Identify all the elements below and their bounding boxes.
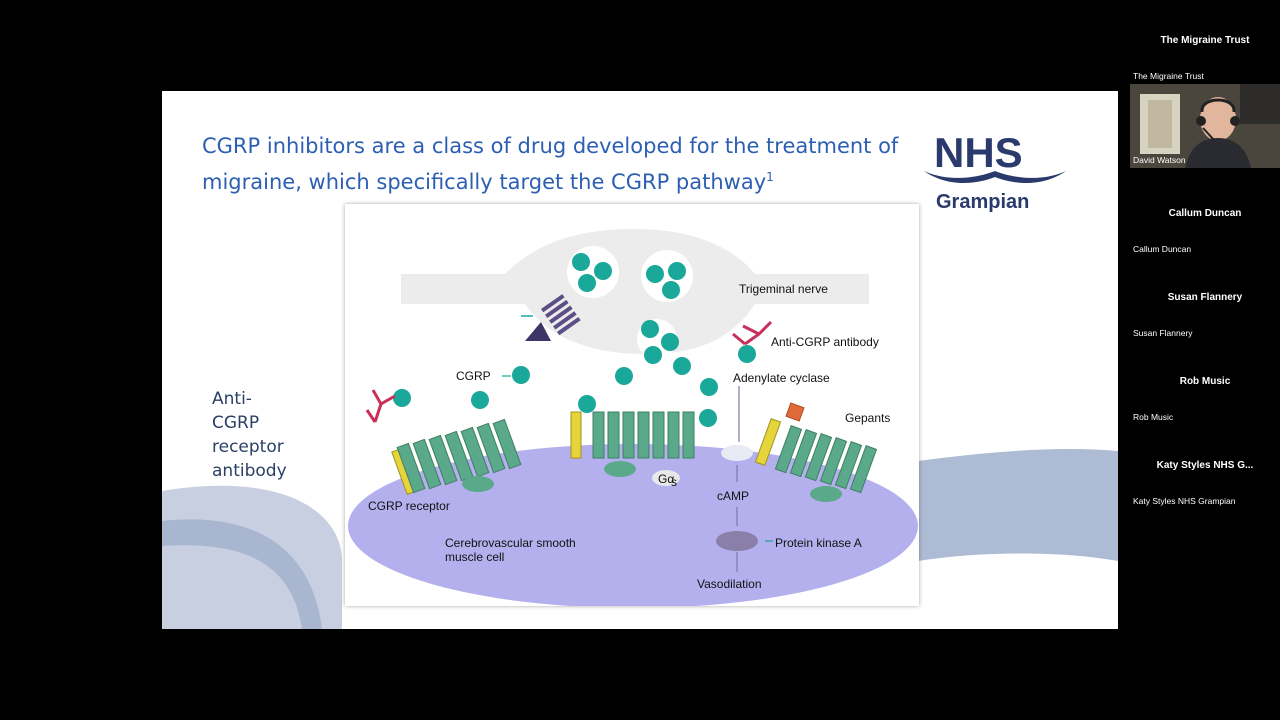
host-tile-title: The Migraine Trust [1160, 35, 1250, 46]
participant-tile-name: Susan Flannery [1133, 328, 1193, 338]
slide-background-swoosh [162, 449, 1118, 629]
label-vasodilation: Vasodilation [697, 577, 762, 591]
cgrp-molecule [661, 333, 679, 351]
cgrp-molecule [662, 281, 680, 299]
cgrp-receptor-right [754, 402, 878, 494]
participant-tile-title: Katy Styles NHS G... [1156, 460, 1254, 471]
logo-nhs-text: NHS [934, 131, 1023, 176]
cgrp-molecule [578, 395, 596, 413]
participant-tile-host[interactable]: The Migraine Trust The Migraine Trust [1130, 0, 1280, 84]
label-cgrp-receptor: CGRP receptor [368, 499, 450, 513]
label-galpha: Gα [658, 472, 674, 486]
pathway-diagram: Trigeminal nerve Anti-CGRP antibody CGRP… [348, 229, 918, 608]
participant-tile-title: Rob Music [1179, 376, 1231, 387]
antibody-icon-left [365, 389, 396, 423]
participant-tile[interactable]: Rob Music Rob Music [1130, 342, 1280, 426]
nerve-terminal [505, 229, 755, 354]
cgrp-receptor-left [391, 418, 522, 495]
host-tile-name: The Migraine Trust [1133, 71, 1204, 81]
cgrp-molecule [615, 367, 633, 385]
cgrp-molecule [700, 378, 718, 396]
cgrp-molecule [668, 262, 686, 280]
label-camp: cAMP [717, 489, 749, 503]
cgrp-molecule [699, 409, 717, 427]
video-participant-name: David Watson [1133, 155, 1186, 165]
cgrp-molecule [578, 274, 596, 292]
anti-cgrp-receptor-label: Anti- CGRP receptor antibody [212, 389, 287, 481]
presentation-stage: CGRP inhibitors are a class of drug deve… [162, 91, 1118, 629]
label-gepants: Gepants [845, 411, 890, 425]
cgrp-molecule [646, 265, 664, 283]
participant-tile-title: Susan Flannery [1167, 292, 1243, 303]
slide-title: CGRP inhibitors are a class of drug deve… [202, 131, 902, 198]
label-galpha-sub: s [671, 475, 677, 489]
label-adenylate-cyclase: Adenylate cyclase [733, 371, 830, 385]
cgrp-molecule [393, 389, 411, 407]
slide-title-text: CGRP inhibitors are a class of drug deve… [202, 134, 899, 194]
label-cgrp: CGRP [456, 369, 491, 383]
cgrp-molecule [673, 357, 691, 375]
label-anti-cgrp-antibody: Anti-CGRP antibody [771, 335, 879, 349]
cgrp-molecules [393, 253, 756, 427]
cgrp-molecule [594, 262, 612, 280]
cgrp-molecule [471, 391, 489, 409]
cgrp-molecule [738, 345, 756, 363]
participant-tile-name: Rob Music [1133, 412, 1174, 422]
participant-tile[interactable]: Callum Duncan Callum Duncan [1130, 174, 1280, 258]
cgrp-pathway-figure: Trigeminal nerve Anti-CGRP antibody CGRP… [345, 204, 919, 608]
label-trigeminal-nerve: Trigeminal nerve [739, 282, 828, 296]
anti-cgrp-antibody-icon [732, 320, 773, 346]
webcam-video [1130, 84, 1280, 168]
logo-region-text: Grampian [936, 191, 1029, 213]
participant-tile-name: Katy Styles NHS Grampian [1133, 496, 1236, 506]
cgrp-molecule [641, 320, 659, 338]
presentation-slide: CGRP inhibitors are a class of drug deve… [162, 91, 1118, 629]
participant-tile-title: Callum Duncan [1168, 208, 1242, 219]
label-protein-kinase-a: Protein kinase A [775, 536, 862, 550]
protein-kinase-a-shape [716, 531, 758, 551]
participants-panel: The Migraine Trust The Migraine Trust Da… [1130, 0, 1280, 720]
participant-tile-name: Callum Duncan [1133, 244, 1192, 254]
slide-title-footnote: 1 [766, 170, 774, 184]
participant-video-david-watson[interactable] [1130, 84, 1280, 168]
participant-tile[interactable]: Katy Styles NHS G... Katy Styles NHS Gra… [1130, 426, 1280, 510]
pathway-arrows [502, 375, 773, 572]
cgrp-receptor-center [570, 411, 695, 459]
label-smooth-muscle-2: muscle cell [445, 550, 504, 564]
participant-tile[interactable]: Susan Flannery Susan Flannery [1130, 258, 1280, 342]
label-smooth-muscle: Cerebrovascular smooth [445, 536, 576, 550]
receptor-antagonist-icon [541, 294, 581, 336]
cgrp-molecule [512, 366, 530, 384]
cgrp-molecule [644, 346, 662, 364]
cgrp-molecule [572, 253, 590, 271]
nhs-grampian-logo: NHS Grampian [924, 131, 1066, 213]
